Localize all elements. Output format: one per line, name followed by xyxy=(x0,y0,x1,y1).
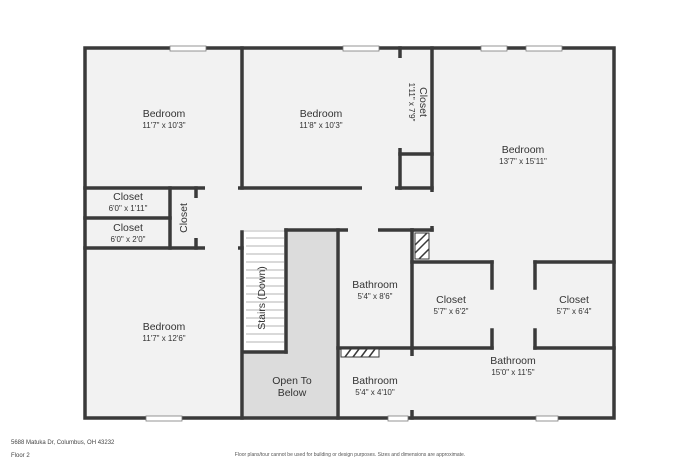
bath2-dims: 5'4" x 4'10" xyxy=(355,388,395,397)
bedroom-tr-name: Bedroom xyxy=(502,144,545,156)
bedroom-bl-dims: 11'7" x 12'6" xyxy=(142,334,185,343)
closet-small-name: Closet xyxy=(178,203,190,233)
bedroom-bl-name: Bedroom xyxy=(143,321,186,333)
bedroom-tr-dims: 13'7" x 15'11" xyxy=(499,157,547,166)
stairs-label: Stairs (Down) xyxy=(256,266,268,330)
closet-b-name: Closet xyxy=(113,222,143,234)
bath1-dims: 5'4" x 8'6" xyxy=(358,292,393,301)
bath-big-dims: 15'0" x 11'5" xyxy=(491,368,534,377)
stairs-area xyxy=(244,232,286,352)
bedroom-tl-dims: 11'7" x 10'3" xyxy=(142,121,185,130)
bedroom-tm-dims: 11'8" x 10'3" xyxy=(299,121,342,130)
open-to-below-line1: Open To xyxy=(272,375,312,387)
bath-big-name: Bathroom xyxy=(490,355,536,367)
closet-r2-dims: 5'7" x 6'4" xyxy=(557,307,592,316)
bedroom-tm-name: Bedroom xyxy=(300,108,343,120)
walls xyxy=(83,46,616,420)
bath2-name: Bathroom xyxy=(352,375,398,387)
closet-a-name: Closet xyxy=(113,191,143,203)
closet-r1-name: Closet xyxy=(436,294,466,306)
closet-a-dims: 6'0" x 1'11" xyxy=(109,204,148,213)
door-openings xyxy=(194,58,434,410)
stair-treads xyxy=(246,237,284,343)
bedroom-tl-name: Bedroom xyxy=(143,108,186,120)
disclaimer-text: Floor plans/tour cannot be used for buil… xyxy=(234,452,466,458)
bath1-name: Bathroom xyxy=(352,279,398,291)
closet-v1-dims: 1'11" x 7'9" xyxy=(407,83,416,122)
address-text: 5688 Matuka Dr, Columbus, OH 43232 xyxy=(11,440,115,446)
closet-v1-name: Closet xyxy=(417,87,429,117)
closet-r1-dims: 5'7" x 6'2" xyxy=(434,307,469,316)
closet-r2-name: Closet xyxy=(559,294,589,306)
closet-b-dims: 6'0" x 2'0" xyxy=(111,235,146,244)
hatch-blocks xyxy=(340,232,430,358)
floor-label: Floor 2 xyxy=(11,453,30,459)
windows xyxy=(145,45,563,422)
open-to-below-line2: Below xyxy=(278,387,307,399)
